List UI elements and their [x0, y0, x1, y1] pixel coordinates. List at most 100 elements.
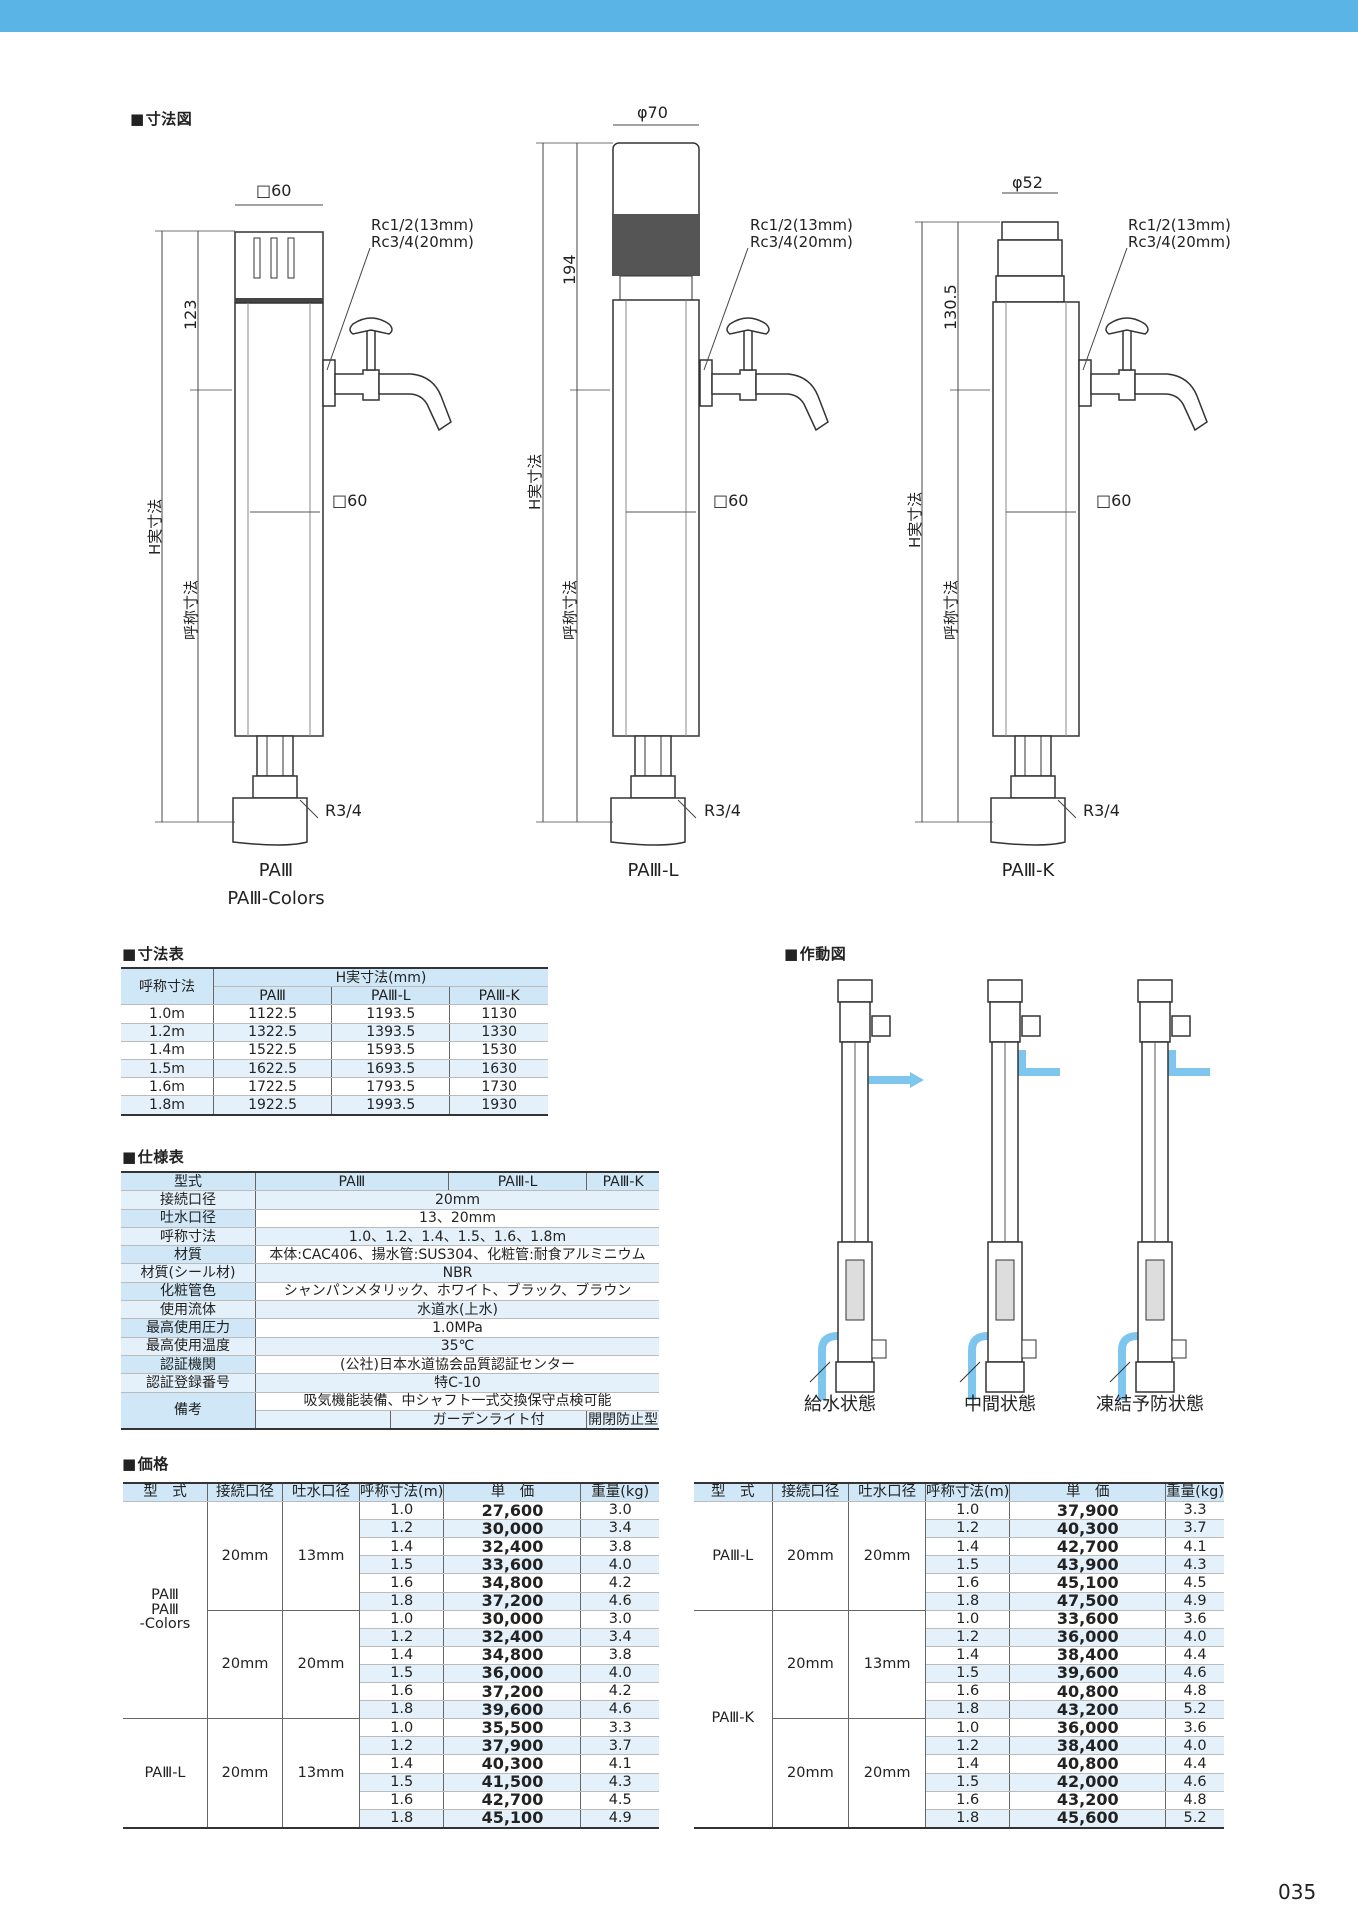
price-weight: 4.9 [580, 1809, 659, 1829]
price-weight: 4.0 [580, 1555, 659, 1575]
dim-r34-1: R3/4 [325, 801, 362, 820]
price-size: 1.8 [359, 1700, 445, 1720]
price-spout: 20mm [282, 1610, 360, 1720]
price-value: 37,900 [1009, 1501, 1167, 1521]
price-value: 37,200 [443, 1682, 582, 1702]
price-weight: 3.7 [1165, 1519, 1224, 1539]
table-row: 化粧管色シャンパンメタリック、ホワイト、ブラック、ブラウン [121, 1282, 659, 1302]
price-value: 40,300 [443, 1754, 582, 1774]
section-action-diagram: 作動図 [784, 943, 846, 964]
price-value: 40,800 [1009, 1754, 1167, 1774]
price-value: 45,600 [1009, 1809, 1167, 1829]
price-value: 38,400 [1009, 1646, 1167, 1665]
price-size: 1.6 [359, 1791, 445, 1810]
price-weight: 4.2 [580, 1573, 659, 1593]
price-weight: 3.8 [580, 1537, 659, 1557]
dim-123: 123 [181, 299, 200, 330]
caption-pa3: PAⅢ [258, 860, 294, 881]
price-size: 1.8 [359, 1809, 445, 1829]
price-value: 40,800 [1009, 1682, 1167, 1702]
price-weight: 4.0 [1165, 1628, 1224, 1647]
price-weight: 3.6 [1165, 1610, 1224, 1629]
price-weight: 4.2 [580, 1682, 659, 1702]
price-weight: 3.3 [1165, 1501, 1224, 1521]
price-size: 1.5 [359, 1664, 445, 1684]
price-conn: 20mm [207, 1501, 283, 1611]
dim-r34-2: R3/4 [704, 801, 741, 820]
caption-pa3-colors: PAⅢ-Colors [227, 888, 325, 909]
section-size-table: 寸法表 [122, 943, 184, 964]
price-weight: 5.2 [1165, 1809, 1224, 1829]
spec-head: PAⅢ [255, 1172, 449, 1192]
price-weight: 4.4 [1165, 1754, 1224, 1774]
price-size: 1.2 [925, 1736, 1011, 1756]
price-weight: 4.6 [1165, 1773, 1224, 1792]
price-weight: 3.4 [580, 1628, 659, 1647]
price-weight: 3.0 [580, 1501, 659, 1521]
price-value: 45,100 [1009, 1573, 1167, 1593]
price-size: 1.6 [925, 1573, 1011, 1593]
price-size: 1.2 [359, 1628, 445, 1647]
action-state-supply: 給水状態 [804, 1394, 876, 1415]
price-table-left: 型 式 接続口径 吐水口径 呼称寸法(m) 単 価 重量(kg) PAⅢ PAⅢ… [123, 1482, 659, 1829]
dim-phi52: φ52 [1012, 173, 1043, 192]
dim-rc2-3: Rc3/4(20mm) [1128, 233, 1231, 251]
table-row: 材質(シール材)NBR [121, 1263, 659, 1283]
dim-sq60-side-3: □60 [1096, 491, 1131, 510]
section-dimension-drawing: 寸法図 [130, 108, 192, 129]
table-row: 材質本体:CAC406、揚水管:SUS304、化粧管:耐食アルミニウム [121, 1245, 659, 1265]
price-value: 40,300 [1009, 1519, 1167, 1539]
price-model: PAⅢ PAⅢ -Colors [123, 1501, 208, 1720]
size-h-label: 呼称寸法 [121, 968, 214, 1006]
price-model: PAⅢ-K [694, 1610, 773, 1829]
price-value: 42,000 [1009, 1773, 1167, 1792]
spec-biko-3: 開閉防止型 [586, 1410, 659, 1430]
price-weight: 4.6 [580, 1592, 659, 1611]
price-size: 1.4 [359, 1537, 445, 1557]
table-row: 使用流体水道水(上水) [121, 1300, 659, 1320]
price-size: 1.2 [359, 1736, 445, 1756]
dim-koshou-1: 呼称寸法 [182, 580, 200, 640]
spec-biko-2: ガーデンライト付 [390, 1410, 588, 1430]
price-value: 36,000 [1009, 1628, 1167, 1647]
section-spec-table: 仕様表 [122, 1146, 184, 1167]
dim-rc2-1: Rc3/4(20mm) [371, 233, 474, 251]
price-value: 35,500 [443, 1718, 582, 1738]
price-size: 1.8 [925, 1700, 1011, 1720]
price-conn: 20mm [772, 1501, 850, 1611]
price-value: 37,900 [443, 1736, 582, 1756]
caption-pa3-k: PAⅢ-K [1001, 860, 1055, 881]
price-weight: 4.0 [580, 1664, 659, 1684]
price-size: 1.0 [925, 1501, 1011, 1521]
price-value: 39,600 [1009, 1664, 1167, 1684]
price-weight: 4.4 [1165, 1646, 1224, 1665]
price-weight: 4.1 [1165, 1537, 1224, 1557]
price-weight: 3.6 [1165, 1718, 1224, 1738]
price-size: 1.0 [359, 1610, 445, 1629]
action-diagram [809, 979, 1210, 1400]
price-value: 47,500 [1009, 1592, 1167, 1611]
price-weight: 4.1 [580, 1754, 659, 1774]
price-conn: 20mm [207, 1610, 283, 1720]
dim-rc-1: Rc1/2(13mm) [371, 216, 474, 234]
price-size: 1.4 [359, 1646, 445, 1665]
